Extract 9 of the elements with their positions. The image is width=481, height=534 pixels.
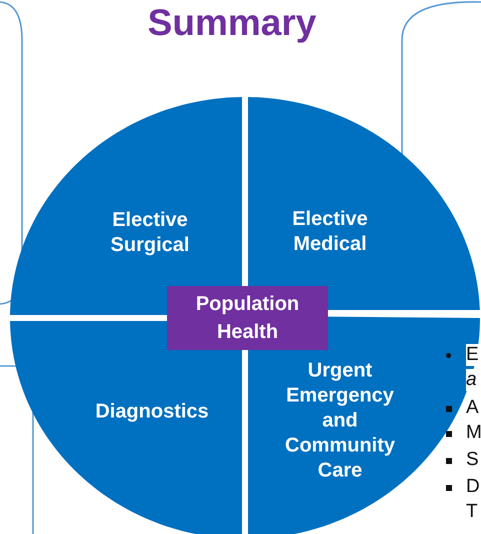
segment-label: Elective Medical [291, 207, 369, 257]
title: Summary [146, 1, 318, 45]
segment-label: Diagnostics [94, 400, 210, 424]
bullet-text: a [466, 369, 477, 391]
segment-label: Urgent Emergency and Community Care [284, 358, 396, 484]
segment-label: Elective Surgical [110, 208, 190, 258]
center-box [167, 286, 328, 350]
box-label: Population Health [194, 292, 300, 345]
bullet-text: E [466, 344, 479, 366]
